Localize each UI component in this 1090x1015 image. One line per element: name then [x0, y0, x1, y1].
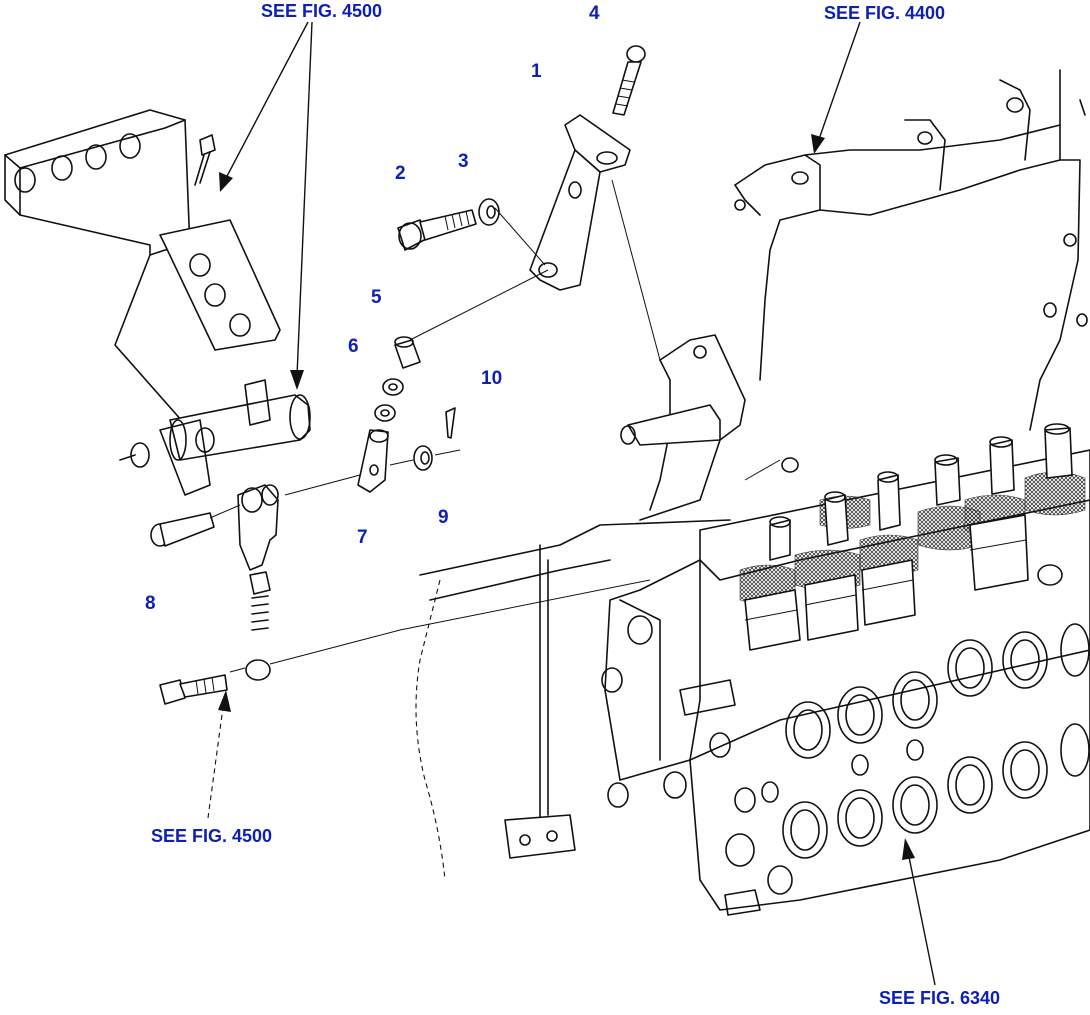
pedal-shaft: [119, 379, 311, 496]
part-label-2: 2: [395, 163, 406, 184]
control-rod-end: [159, 659, 271, 705]
part-4-bolt: [612, 45, 646, 116]
assembly-lines: [209, 179, 781, 673]
part-1-lever: [529, 114, 631, 291]
ref-bottom-right: SEE FIG. 6340: [879, 988, 1001, 1008]
part-label-6: 6: [348, 336, 359, 357]
control-valve: [601, 423, 1090, 916]
part-2-bolt: [397, 209, 477, 251]
ref-top-left: SEE FIG. 4500: [261, 1, 383, 21]
part-5-sleeve: [394, 336, 421, 369]
reference-arrows: [207, 21, 936, 986]
part-6-bushings: [374, 378, 404, 422]
pedal-bracket: [4, 109, 281, 431]
part-label-7: 7: [357, 527, 368, 548]
frame-bracket: [415, 69, 1088, 881]
rod-end-yoke: [237, 484, 279, 631]
part-9-washer: [413, 445, 433, 471]
part-label-3: 3: [458, 151, 469, 172]
part-label-4: 4: [589, 3, 600, 24]
ref-top-right: SEE FIG. 4400: [824, 3, 946, 23]
ref-bottom-left: SEE FIG. 4500: [151, 826, 273, 846]
part-7-clevis: [357, 429, 389, 493]
part-10-cotter-pin: [445, 407, 456, 439]
part-3-washer: [478, 198, 500, 226]
part-label-8: 8: [145, 593, 156, 614]
part-label-9: 9: [438, 507, 449, 528]
part-label-10: 10: [481, 368, 503, 389]
part-label-1: 1: [531, 61, 542, 82]
part-8-bolt: [150, 512, 215, 547]
part-label-5: 5: [371, 287, 382, 308]
